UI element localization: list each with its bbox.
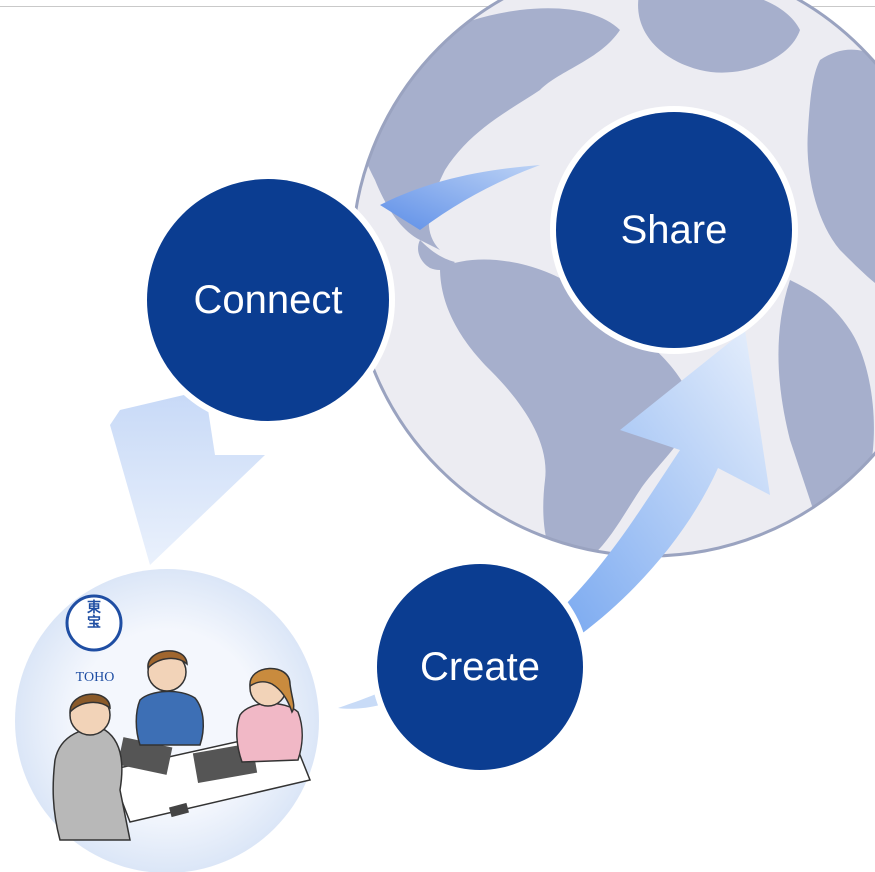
arrow-connect-to-team bbox=[110, 390, 265, 565]
arrow-create-to-share bbox=[560, 330, 770, 635]
connect-label: Connect bbox=[193, 277, 343, 322]
toho-logo-text: TOHO bbox=[75, 670, 115, 685]
share-label: Share bbox=[620, 207, 728, 252]
toho-logo-mark: 東宝 bbox=[87, 600, 101, 631]
connect-node: Connect bbox=[147, 179, 389, 421]
arrow-team-to-create bbox=[338, 690, 385, 709]
toho-logo-ring bbox=[65, 594, 123, 652]
top-rule bbox=[0, 6, 875, 7]
team-illustration bbox=[15, 569, 319, 872]
create-label: Create bbox=[419, 644, 541, 689]
arrow-connect-to-share bbox=[380, 165, 540, 230]
create-node: Create bbox=[377, 564, 583, 770]
share-node: Share bbox=[556, 112, 792, 348]
